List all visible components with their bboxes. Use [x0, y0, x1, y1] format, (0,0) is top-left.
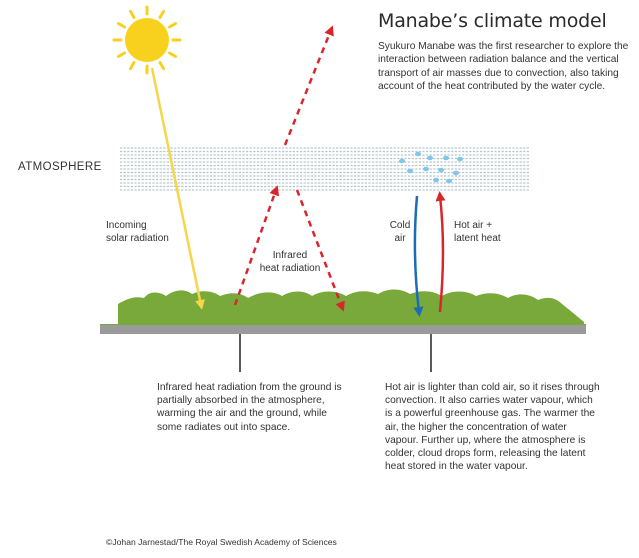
cold-air-arrow: [413, 195, 424, 317]
atmosphere-band: [120, 147, 530, 191]
atmosphere-label: ATMOSPHERE: [18, 161, 102, 173]
solar-radiation-label: Incoming solar radiation: [106, 220, 169, 244]
radiation-caption: Infrared heat radiation from the ground …: [157, 382, 342, 433]
ground: [100, 289, 586, 334]
hot-air-arrow: [435, 191, 446, 313]
cold-air-label: Cold air: [389, 220, 411, 244]
page-title: Manabe’s climate model: [378, 10, 607, 32]
convection-caption: Hot air is lighter than cold air, so it …: [385, 382, 600, 473]
image-credit: ©Johan Jarnestad/The Royal Swedish Acade…: [106, 537, 337, 547]
hot-air-label: Hot air + latent heat: [454, 220, 501, 244]
intro-text: Syukuro Manabe was the first researcher …: [378, 41, 629, 93]
water-vapour-drops: [399, 151, 463, 184]
infrared-radiation-arrows: [233, 25, 345, 312]
solar-radiation-arrow: [150, 67, 205, 310]
infrared-radiation-label: Infrared heat radiation: [259, 250, 321, 274]
sun-icon: [112, 5, 182, 75]
